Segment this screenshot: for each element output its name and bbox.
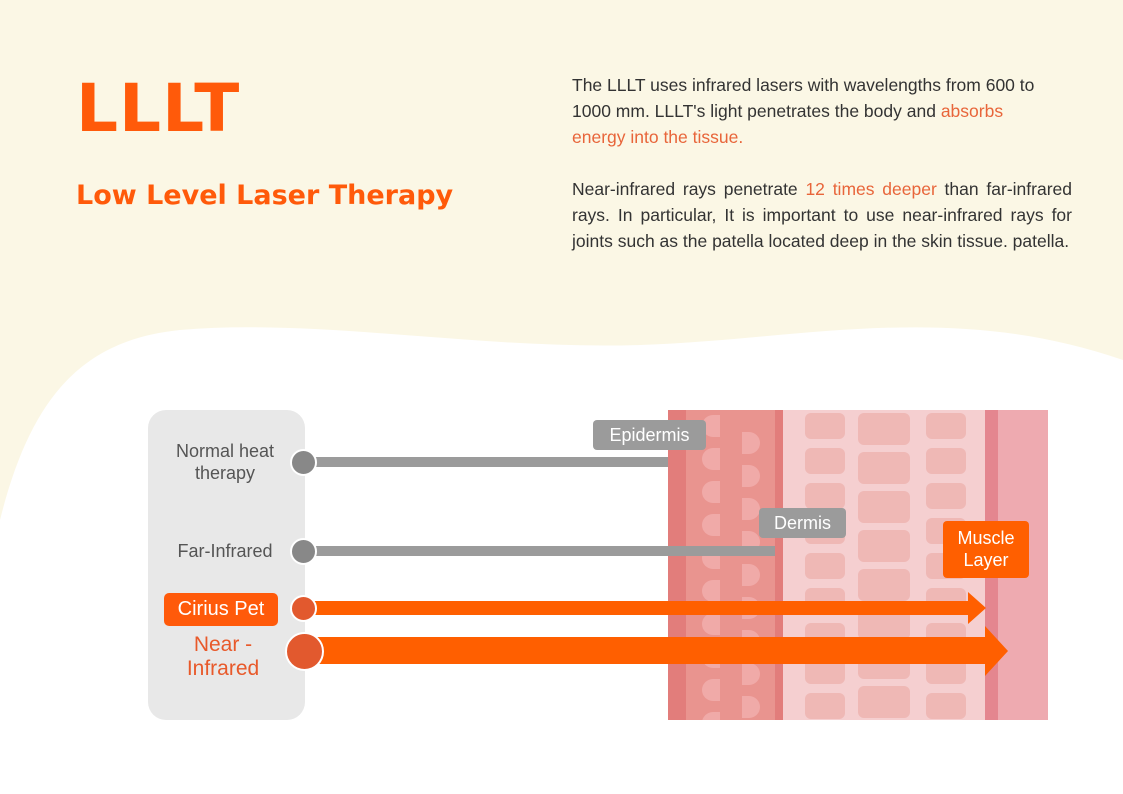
tissue-cell	[858, 413, 910, 445]
tissue-cell	[702, 448, 720, 470]
tissue-cell	[858, 530, 910, 562]
near-infrared-dot	[285, 632, 324, 671]
label-far-infrared: Far-Infrared	[177, 541, 273, 561]
epidermis-layer	[686, 410, 775, 720]
near-infrared-paragraph: Near-infrared rays penetrate 12 times de…	[572, 176, 1072, 254]
paragraph-highlight: 12 times deeper	[805, 179, 937, 199]
page-title: LLLT	[76, 70, 241, 147]
cirius-pet-arrow	[305, 592, 986, 624]
tissue-cell	[926, 413, 966, 439]
tissue-cell	[926, 693, 966, 719]
tissue-cell	[742, 465, 760, 487]
near-infrared-arrow	[305, 626, 1008, 676]
tissue-cell	[805, 483, 845, 509]
tissue-cell	[702, 514, 720, 536]
tissue-cell	[858, 452, 910, 484]
tissue-cell	[742, 663, 760, 685]
normal-heat-penetration-line	[305, 457, 668, 467]
tissue-cell	[702, 580, 720, 602]
tissue-cell	[805, 413, 845, 439]
tissue-cell	[926, 448, 966, 474]
label-near-infrared: Near -Infrared	[186, 633, 260, 680]
paragraph-text: Near-infrared rays penetrate	[572, 179, 806, 199]
tissue-cell	[858, 491, 910, 523]
muscle-layer-tag: Muscle Layer	[943, 521, 1029, 578]
label-cirius-pet: Cirius Pet	[164, 593, 278, 626]
tissue-cell	[702, 613, 720, 635]
far-infrared-dot	[290, 538, 317, 565]
tissue-cell	[702, 712, 720, 720]
tissue-cell	[702, 415, 720, 437]
tissue-cell	[926, 483, 966, 509]
page-subtitle: Low Level Laser Therapy	[76, 180, 454, 211]
dermis-boundary	[775, 410, 783, 720]
tissue-cell	[858, 686, 910, 718]
dermis-tag: Dermis	[759, 508, 846, 538]
normal-heat-dot	[290, 449, 317, 476]
tissue-cell	[702, 481, 720, 503]
cirius-pet-dot	[290, 595, 317, 622]
tissue-cell	[742, 432, 760, 454]
paragraph-highlight: absorbs energy into the tissue.	[572, 101, 1004, 147]
paragraph-text: than far-infrared rays. In particular, I…	[572, 179, 1072, 251]
tissue-cell	[742, 696, 760, 718]
tissue-cell	[805, 693, 845, 719]
tissue-cell	[805, 553, 845, 579]
far-infrared-penetration-line	[305, 546, 775, 556]
tissue-cell	[702, 679, 720, 701]
tissue-cell	[742, 564, 760, 586]
intro-paragraph: The LLLT uses infrared lasers with wavel…	[572, 72, 1052, 150]
tissue-cell	[858, 569, 910, 601]
label-normal-heat-therapy: Normal heat therapy	[175, 441, 275, 483]
paragraph-text: The LLLT uses infrared lasers with wavel…	[572, 75, 1035, 121]
epidermis-tag: Epidermis	[593, 420, 706, 450]
tissue-cell	[742, 498, 760, 520]
tissue-cell	[805, 448, 845, 474]
therapy-types-panel	[148, 410, 305, 720]
